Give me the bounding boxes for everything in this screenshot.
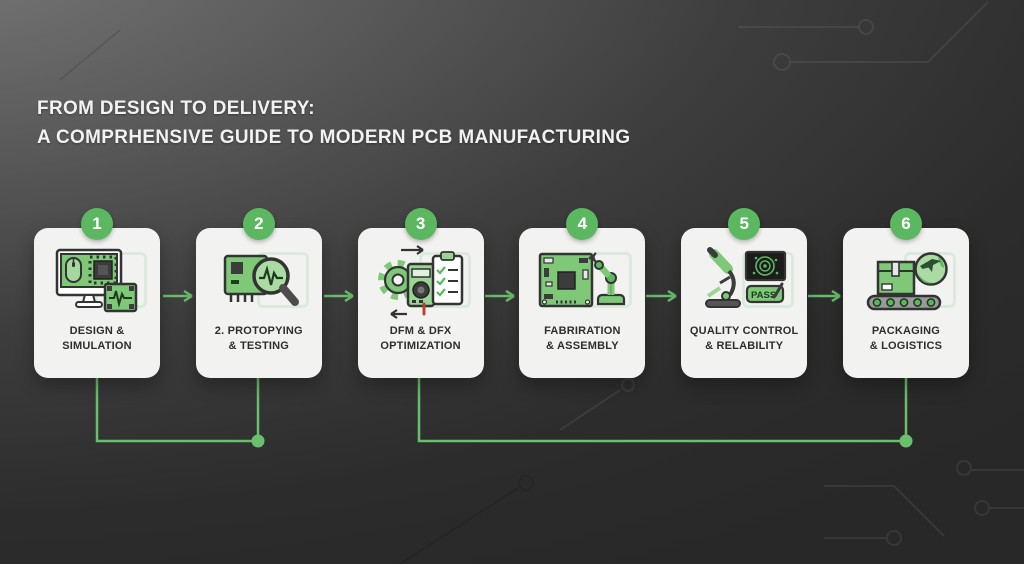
page-title: FROM DESIGN TO DELIVERY: A COMPRHENSIVE … (37, 94, 630, 153)
step-number-badge: 2 (242, 208, 275, 240)
title-line1: FROM DESIGN TO DELIVERY: (37, 97, 315, 119)
step-label: DESIGN & SIMULATION (62, 325, 132, 353)
arrow-2-3 (324, 289, 354, 303)
pcb-robot-arm-icon (534, 244, 633, 320)
step-label: FABRIRATION & ASSEMBLY (544, 325, 621, 353)
arrow-4-5 (646, 289, 677, 303)
step-card-fabrication-assembly: 4 (519, 208, 646, 378)
arrow-5-6 (808, 289, 841, 303)
connector-dot-step6 (899, 434, 913, 448)
step-number-badge: 6 (889, 208, 922, 240)
step-number-badge: 3 (404, 208, 437, 240)
step-card-prototyping-testing: 2 2. PROTOPYING & TESTING (195, 208, 322, 378)
chip-magnifier-icon (211, 244, 309, 320)
monitor-simulation-icon (49, 244, 147, 320)
step-number-badge: 1 (81, 208, 113, 240)
step-label: QUALITY CONTROL & RELABILITY (689, 325, 799, 353)
step-label: 2. PROTOPYING & TESTING (214, 325, 303, 353)
step-card-dfm-dfx: 3 (357, 208, 484, 378)
step-card-packaging-logistics: 6 (842, 208, 969, 378)
step-number-badge: 4 (566, 208, 599, 240)
gear-multimeter-checklist-icon (373, 244, 471, 320)
connector-dot-step2 (251, 434, 265, 448)
connector-step3-to-step6 (417, 372, 908, 443)
connector-step1-to-step2 (95, 372, 260, 443)
step-label: DFM & DFX OPTIMIZATION (380, 325, 461, 353)
process-steps-row: 1 (34, 208, 969, 378)
pass-label: PASS (751, 290, 776, 301)
step-card-quality-control: 5 PASS (681, 208, 808, 378)
arrow-3-4 (485, 289, 515, 303)
arrow-1-2 (163, 289, 193, 303)
title-line2: A COMPRHENSIVE GUIDE TO MODERN PCB MANUF… (37, 126, 631, 149)
conveyor-globe-icon (858, 244, 956, 320)
step-label: PACKAGING & LOGISTICS (869, 325, 943, 353)
step-number-badge: 5 (728, 208, 761, 240)
microscope-inspection-icon: PASS (696, 244, 795, 320)
step-card-design-simulation: 1 (34, 208, 160, 378)
